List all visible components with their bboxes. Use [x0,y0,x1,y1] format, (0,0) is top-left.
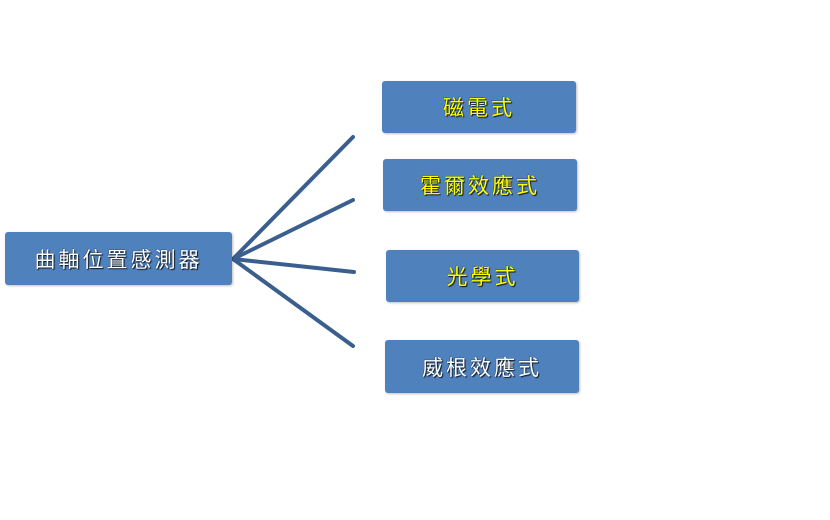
connector-line-4 [231,257,355,348]
branch-node-label: 磁電式 [443,96,515,120]
connector-line-3 [231,257,356,274]
connector-line-1 [231,135,355,261]
root-node: 曲軸位置感測器 [5,232,232,285]
branch-node-4: 威根效應式 [385,340,579,393]
branch-node-label: 光學式 [446,265,519,289]
branch-node-label: 威根效應式 [422,355,542,380]
root-node-label: 曲軸位置感測器 [34,247,203,272]
connector-line-2 [231,198,355,261]
branch-node-2: 霍爾效應式 [383,159,577,211]
branch-node-label: 霍爾效應式 [420,174,540,198]
branch-node-3: 光學式 [386,250,579,302]
branch-node-1: 磁電式 [382,81,576,133]
